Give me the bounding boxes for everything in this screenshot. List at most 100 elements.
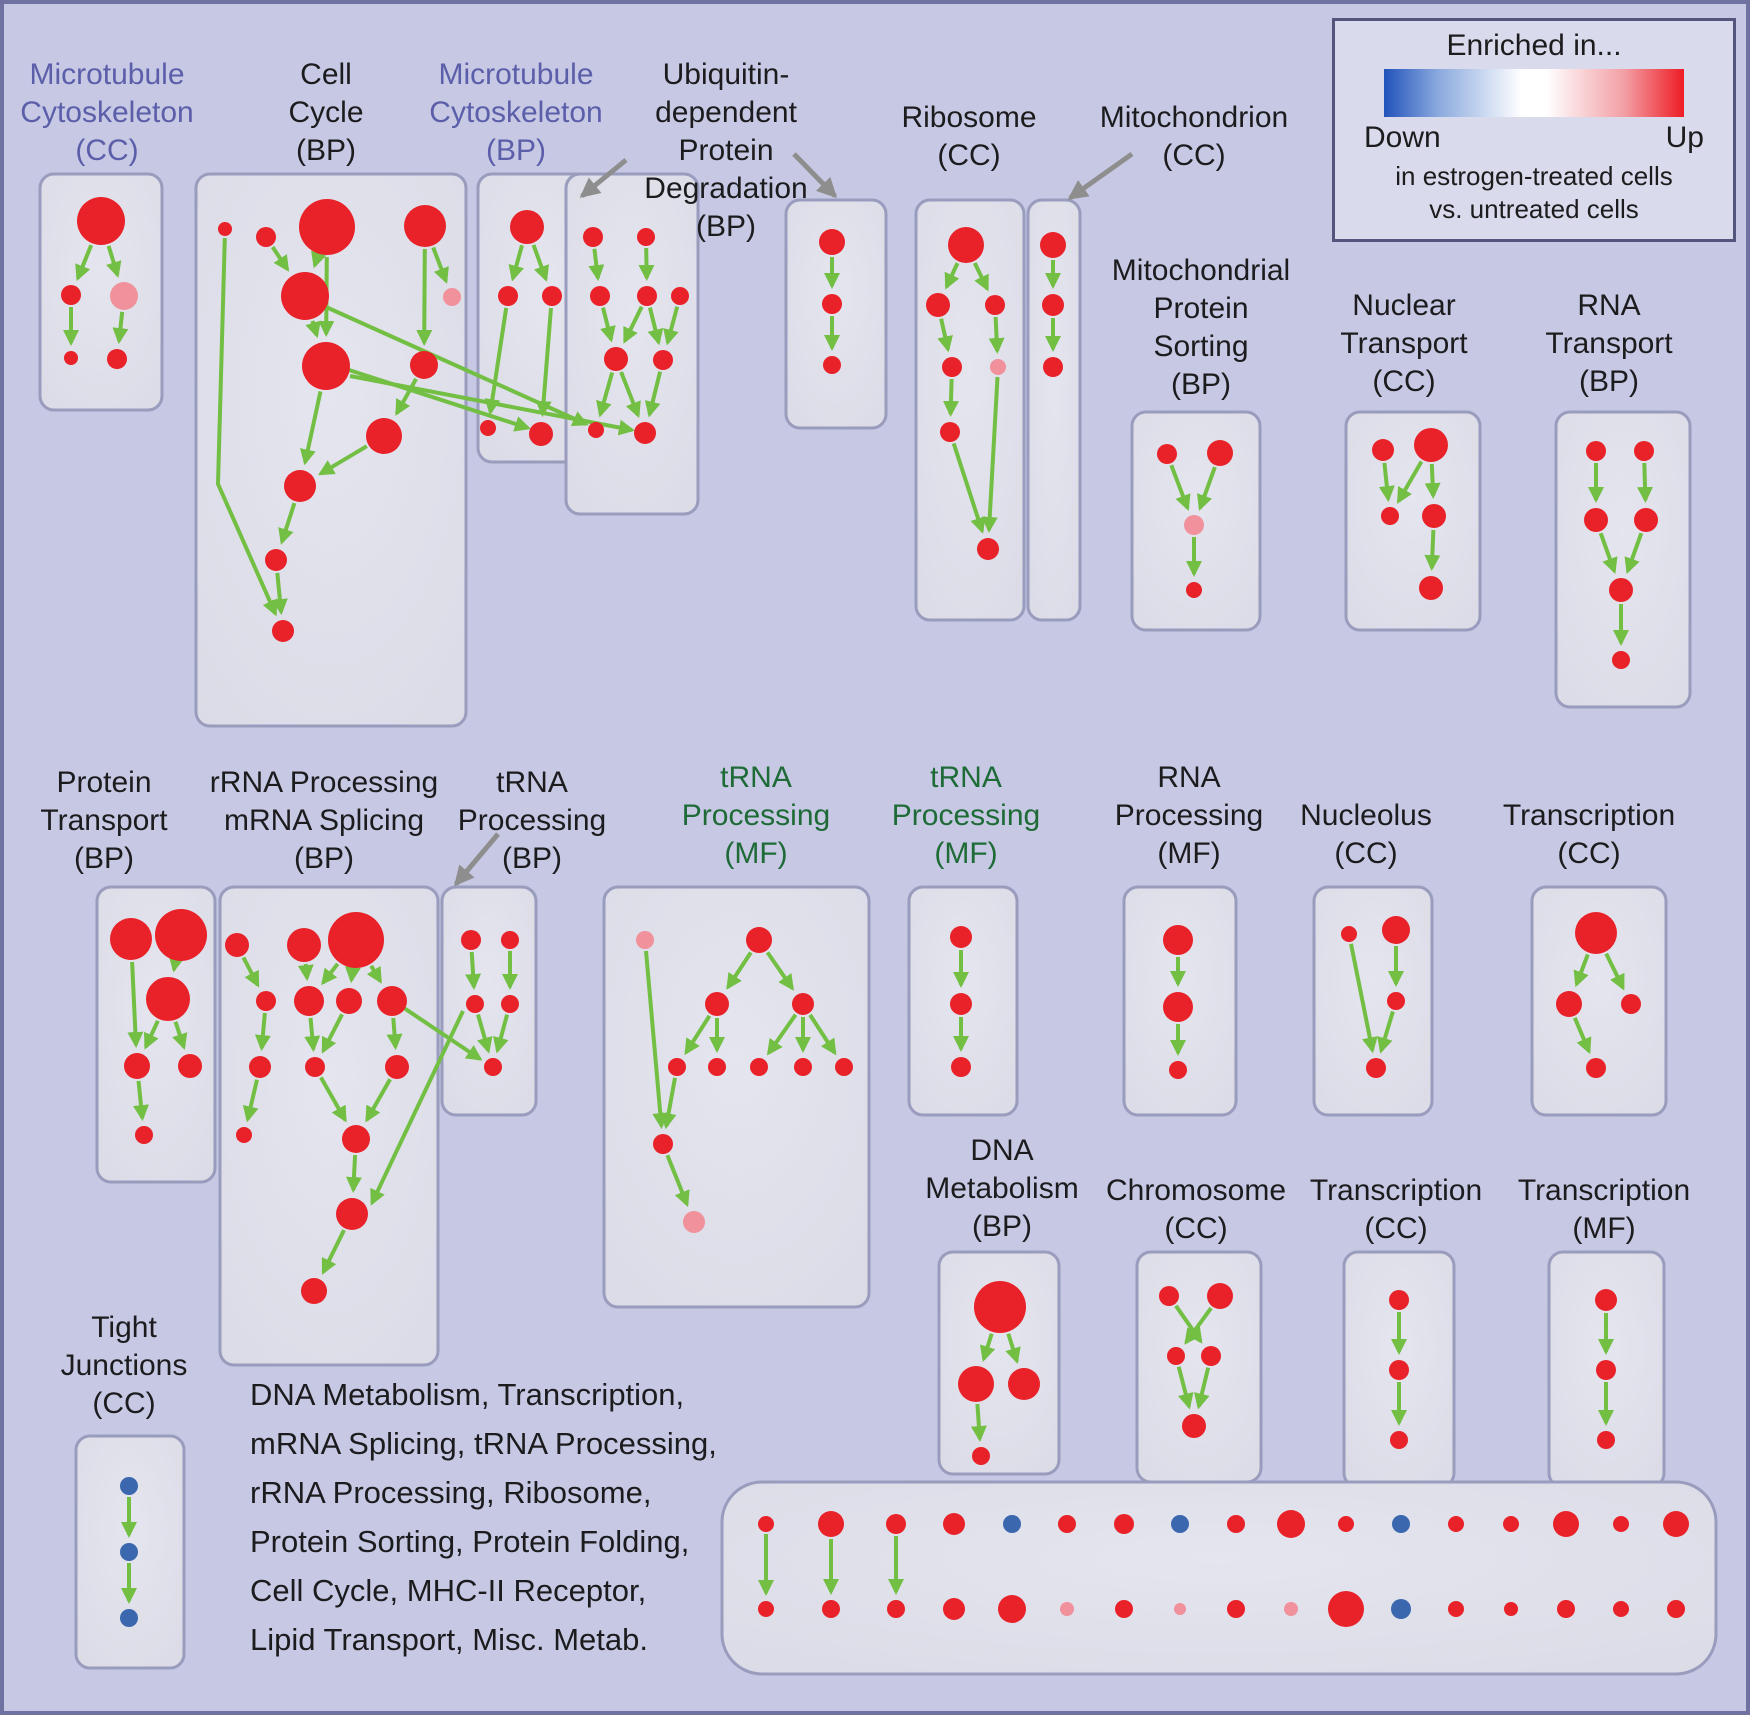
mixed-terms-node-24	[1174, 1603, 1186, 1615]
rrna-processing-mrna-splicing-bp-node-8	[305, 1057, 325, 1077]
ubiquitin-degradation-bp-2-node-1	[822, 294, 842, 314]
mixed-terms-node-0	[758, 1516, 774, 1532]
transcription-cc-1-node-3	[1586, 1058, 1606, 1078]
mixed-terms-node-20	[943, 1598, 965, 1620]
uncategorized-terms-text: DNA Metabolism, Transcription, mRNA Spli…	[250, 1377, 717, 1657]
microtubule-cytoskeleton-cc-node-0	[77, 197, 125, 245]
nuclear-transport-cc-node-0	[1372, 439, 1394, 461]
cell-cycle-bp-edge-0-11	[215, 237, 278, 617]
nuclear-transport-cc-edge-1-3	[1424, 463, 1441, 499]
chromosome-cc-node-1	[1207, 1283, 1233, 1309]
nuclear-transport-cc-node-2	[1381, 507, 1399, 525]
trna-processing-mf-1-node-10	[683, 1211, 705, 1233]
mixed-terms-node-21	[998, 1595, 1026, 1623]
trna-processing-mf-2-node-1	[950, 993, 972, 1015]
legend-down-label: Down	[1364, 121, 1441, 154]
ubiquitin-dependent-protein-degradation-bp-edge-4-6	[663, 306, 680, 346]
cross-cluster-link-3	[402, 1006, 483, 1061]
transcription-cc-1-edge-0-2	[1604, 952, 1625, 991]
rrna-processing-mrna-splicing-bp-edge-2-4	[321, 962, 340, 986]
mixed-terms-node-9	[1277, 1510, 1305, 1538]
microtubule-cytoskeleton-bp-node-4	[529, 422, 553, 446]
cluster-box-microtubule-cytoskeleton-cc	[38, 172, 164, 412]
cell-cycle-bp-node-6	[302, 342, 350, 390]
rna-processing-mf-node-1	[1163, 992, 1193, 1022]
legend: Enriched in... Down Up in estrogen-treat…	[1332, 18, 1736, 242]
cell-cycle-bp-edge-1-4	[270, 245, 290, 272]
transcription-mf-node-1	[1596, 1360, 1616, 1380]
chromosome-cc-edge-3-4	[1194, 1367, 1211, 1410]
cell-cycle-bp-node-11	[272, 620, 294, 642]
nucleolus-cc-node-2	[1387, 992, 1405, 1010]
cell-cycle-bp-node-2	[299, 199, 355, 255]
nuclear-transport-cc-node-3	[1422, 504, 1446, 528]
trna-processing-mf-1-node-3	[792, 993, 814, 1015]
rna-processing-mf-node-2	[1169, 1061, 1187, 1079]
transcription-cc-2-node-0	[1389, 1290, 1409, 1310]
chromosome-cc-node-0	[1159, 1286, 1179, 1306]
rrna-processing-mrna-splicing-bp-edge-0-3	[241, 956, 260, 988]
chromosome-cc-node-2	[1167, 1347, 1185, 1365]
ribosome-cc-node-6	[977, 538, 999, 560]
mitochondrial-protein-sorting-bp-edge-1-2	[1196, 466, 1217, 511]
rrna-processing-mrna-splicing-bp-node-3	[256, 991, 276, 1011]
cluster-box-nuclear-transport-cc	[1344, 410, 1482, 632]
cluster-box-trna-processing-mf-1	[602, 885, 871, 1309]
microtubule-cytoskeleton-bp-node-2	[542, 286, 562, 306]
ribosome-cc-edge-4-6	[981, 376, 1000, 533]
cell-cycle-bp-node-8	[366, 418, 402, 454]
protein-transport-bp-edge-0-3	[127, 961, 144, 1048]
trna-processing-mf-1-edge-0-9	[644, 950, 669, 1130]
rrna-processing-mrna-splicing-bp-node-1	[287, 928, 321, 962]
trna-processing-mf-1-edge-3-6	[766, 1013, 798, 1056]
cell-cycle-bp-node-1	[256, 227, 276, 247]
cell-cycle-bp-node-5	[443, 288, 461, 306]
cross-cluster-link-2	[349, 374, 635, 436]
nuclear-transport-cc-edge-0-2	[1378, 462, 1395, 503]
mixed-terms-node-18	[822, 1600, 840, 1618]
legend-gradient-bar	[1384, 69, 1684, 117]
rrna-processing-mrna-splicing-bp-edge-1-4	[297, 963, 314, 982]
mixed-terms-node-10	[1338, 1516, 1354, 1532]
transcription-mf-node-0	[1595, 1289, 1617, 1311]
ubiquitin-dependent-protein-degradation-bp-node-0	[583, 227, 603, 247]
trna-processing-mf-1-node-2	[705, 992, 729, 1016]
microtubule-cytoskeleton-cc-edge-0-1	[75, 244, 94, 282]
cluster-box-nucleolus-cc	[1312, 885, 1434, 1117]
cluster-box-rna-transport-bp	[1554, 410, 1692, 709]
rna-transport-bp-node-2	[1584, 508, 1608, 532]
ubiquitin-dependent-protein-degradation-bp-node-1	[637, 228, 655, 246]
chromosome-cc-edge-1-2	[1184, 1306, 1213, 1345]
chromosome-cc-edge-2-4	[1176, 1366, 1194, 1410]
cross-cluster-link-0	[325, 305, 589, 426]
ribosome-cc-node-1	[926, 293, 950, 317]
mixed-terms-node-4	[1003, 1515, 1021, 1533]
ubiquitin-dependent-protein-degradation-bp-node-6	[653, 350, 673, 370]
mixed-terms-node-28	[1391, 1599, 1411, 1619]
nucleolus-cc-node-1	[1382, 916, 1410, 944]
label-callout-arrow-3	[454, 832, 500, 887]
trna-processing-bp-edge-3-4	[493, 1014, 510, 1054]
rrna-processing-mrna-splicing-bp-node-5	[336, 988, 362, 1014]
label-callout-arrow-0	[579, 158, 628, 198]
legend-axis-labels: Down Up	[1364, 121, 1704, 155]
trna-processing-bp-node-4	[484, 1058, 502, 1076]
dna-metabolism-bp-node-1	[958, 1366, 994, 1402]
mitochondrial-protein-sorting-bp-node-1	[1207, 440, 1233, 466]
trna-processing-bp-edge-0-2	[465, 951, 482, 990]
microtubule-cytoskeleton-bp-edge-1-3	[484, 307, 509, 416]
cluster-box-transcription-cc-1	[1530, 885, 1668, 1117]
trna-processing-bp-node-2	[466, 995, 484, 1013]
nucleolus-cc-node-0	[1341, 926, 1357, 942]
rrna-processing-mrna-splicing-bp-node-12	[336, 1198, 368, 1230]
protein-transport-bp-node-4	[178, 1054, 202, 1078]
transcription-mf-node-2	[1597, 1431, 1615, 1449]
rrna-processing-mrna-splicing-bp-edge-6-9	[386, 1017, 403, 1051]
cluster-box-rrna-processing-mrna-splicing-bp	[218, 885, 440, 1367]
nucleolus-cc-node-3	[1366, 1058, 1386, 1078]
mixed-terms-node-29	[1448, 1601, 1464, 1617]
transcription-cc-1-edge-0-1	[1573, 953, 1590, 988]
mitochondrial-protein-sorting-bp-node-2	[1184, 515, 1204, 535]
legend-title: Enriched in...	[1446, 29, 1622, 62]
